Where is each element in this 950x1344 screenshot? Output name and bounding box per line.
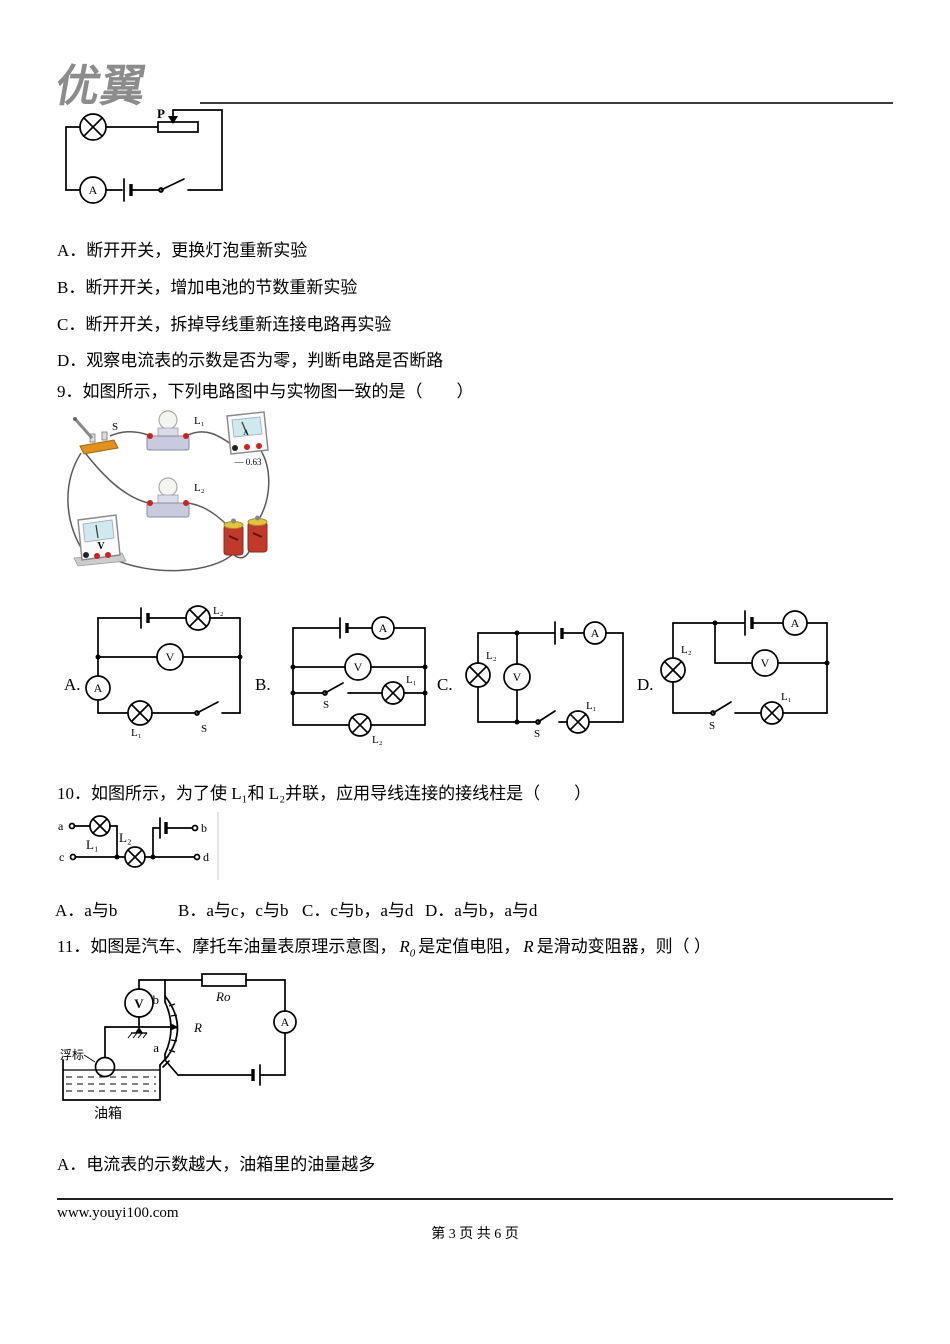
q11-number: 11． (57, 937, 91, 956)
q11-stem-mid: 是定值电阻， (418, 937, 521, 956)
terminal-b-label: b (201, 821, 207, 835)
voltmeter-label: V (513, 670, 522, 684)
q11-float-and-tank (62, 1026, 170, 1101)
q8-option-c: C．断开开关，拆掉导线重新连接电路再实验 (57, 315, 392, 334)
brand-logo: 优翼 (51, 61, 151, 112)
switch-label: S (323, 699, 329, 711)
q11-r-symbol: R (523, 937, 534, 956)
q9-option-label-d: D. (637, 675, 654, 694)
q11-stem-pre: 如图是汽车、摩托车油量表原理示意图， (90, 937, 397, 956)
ammeter-label: A (591, 626, 600, 640)
q9-circuit-d: A V L₂ L₁ S (660, 610, 830, 732)
q9-circuit-d-wires (660, 610, 830, 725)
tank-label: 油箱 (94, 1106, 122, 1122)
q11-stem-post: 是滑动变阻器，则（ ） (536, 937, 711, 956)
switch-label: S (534, 728, 540, 740)
q8-option-d: D．观察电流表的示数是否为零，判断电路是否断路 (57, 351, 444, 370)
q11-slider-arm (104, 1016, 178, 1039)
voltmeter-label: V (354, 660, 363, 674)
q9-photo-ammeter-letter: A (243, 428, 249, 437)
q9-photo-lamp1-label: L₁ (194, 415, 205, 427)
q11-r0-symbol: R0 (399, 937, 416, 960)
ammeter-label: A (379, 621, 388, 635)
q8-ammeter-label: A (89, 183, 98, 197)
ammeter-label: A (281, 1015, 290, 1029)
lamp-l1-label: L₁ (131, 727, 142, 739)
q10-option-c: C．c与b，a与d (302, 901, 414, 920)
header-rule (200, 102, 893, 104)
q9-photo-switch (73, 417, 119, 455)
voltmeter-label: V (761, 656, 770, 670)
q8-option-a: A．断开开关，更换灯泡重新实验 (57, 241, 308, 260)
q8-slider-label-p: P (157, 106, 165, 121)
q9-circuit-a: V A L₂ L₁ S (85, 605, 243, 739)
q9-photo-lamp2-label: L₂ (194, 482, 205, 494)
q9-photo-voltmeter (73, 514, 127, 567)
lamp-l2-label: L₂ (119, 830, 131, 845)
terminal-a-label: a (58, 819, 64, 833)
q10-stem: 10．如图所示，为了使 L₁和 L₂并联，应用导线连接的接线柱是（ ） (57, 784, 592, 803)
voltmeter-label: V (166, 650, 175, 664)
q9-option-label-a: A. (64, 675, 81, 694)
footer-url: www.youyi100.com (57, 1205, 179, 1221)
r0-resistor-label: Ro (215, 989, 231, 1004)
r-rheostat-label: R (193, 1020, 202, 1035)
lamp-l2-label: L₂ (486, 650, 497, 662)
point-b-label: b (153, 992, 160, 1007)
q9-circuit-c-wires (465, 621, 624, 734)
q9-circuit-a-wires (85, 605, 243, 726)
lamp-l1-label: L₁ (86, 837, 98, 852)
q8-option-b: B．断开开关，增加电池的节数重新实验 (57, 278, 358, 297)
q9-option-label-c: C. (437, 675, 453, 694)
q10-circuit-figure: a b c d L₁ L₂ (58, 812, 219, 880)
q11-fuel-gauge-figure: V A Ro R b a 浮标 油箱 (60, 973, 297, 1122)
lamp-l1-label: L₁ (406, 674, 417, 686)
q9-photo-voltmeter-letter: V (97, 541, 105, 552)
q11-option-a: A．电流表的示数越大，油箱里的油量越多 (57, 1155, 376, 1174)
footer-page-number: 第 3 页 共 6 页 (431, 1227, 519, 1242)
terminal-c-label: c (59, 850, 64, 864)
q9-stem: 9．如图所示，下列电路图中与实物图一致的是（ ） (57, 382, 474, 401)
terminal-d-label: d (203, 850, 209, 864)
q9-photo-figure: S L₁ L₂ A V — 0.63 (67, 410, 270, 572)
q10-wires (68, 812, 219, 880)
lamp-l2-label: L₂ (681, 644, 692, 656)
q9-photo-batteries (223, 515, 268, 556)
q11-voltmeter-body (124, 988, 154, 1018)
q11-wires (138, 973, 297, 1086)
lamp-l2-label: L₂ (372, 734, 383, 746)
q9-photo-ammeter-reading: — 0.63 (234, 457, 263, 467)
q9-circuit-c: A V L₂ L₁ S (465, 621, 624, 740)
switch-label: S (709, 720, 715, 732)
point-a-label: a (153, 1040, 159, 1055)
q8-circuit-figure: A P (65, 106, 223, 204)
footer-rule (57, 1198, 893, 1200)
q8-wires (65, 109, 223, 204)
voltmeter-label: V (134, 996, 144, 1011)
ammeter-label: A (94, 681, 103, 695)
q9-photo-ammeter (226, 411, 269, 455)
q10-option-b: B．a与c，c与b (178, 901, 289, 920)
ammeter-label: A (791, 616, 800, 630)
q9-circuit-b-wires (290, 616, 428, 737)
q10-option-d: D．a与b，a与d (425, 901, 538, 920)
q9-photo-lamp1 (146, 410, 190, 451)
q9-option-label-b: B. (255, 675, 271, 694)
switch-label: S (201, 723, 207, 735)
q9-photo-switch-label: S (112, 421, 118, 433)
q10-option-a: A．a与b (55, 901, 118, 920)
lamp-l2-label: L₂ (213, 605, 224, 617)
lamp-l1-label: L₁ (586, 700, 597, 712)
q9-photo-lamp2 (146, 477, 190, 518)
lamp-l1-label: L₁ (781, 691, 792, 703)
q9-circuit-b: A V L₁ S L₂ (290, 616, 428, 746)
float-label: 浮标 (60, 1048, 84, 1062)
